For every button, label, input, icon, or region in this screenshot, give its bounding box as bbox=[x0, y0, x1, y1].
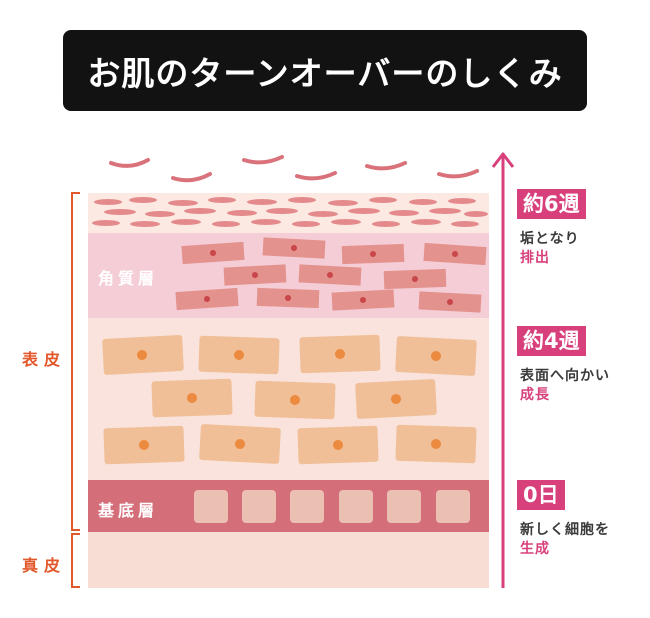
page-title: お肌のターンオーバーのしくみ bbox=[87, 53, 563, 93]
stratum-corneum-label: 角質層 bbox=[98, 269, 159, 288]
title-banner: お肌のターンオーバーのしくみ bbox=[63, 30, 587, 111]
epidermis-bracket bbox=[71, 192, 80, 531]
dermis-bracket bbox=[71, 533, 80, 588]
stage-desc-4weeks: 表面へ向かい bbox=[520, 368, 610, 384]
shed-flakes bbox=[109, 155, 479, 183]
stage-desc-6weeks: 垢となり bbox=[520, 231, 580, 247]
dermis-label: 真皮 bbox=[22, 556, 67, 575]
shed-flake bbox=[171, 172, 212, 183]
stage-badge-6weeks: 約6週 bbox=[517, 189, 586, 219]
stage-badge-day0: 0日 bbox=[517, 480, 565, 510]
epidermis-label: 表皮 bbox=[22, 350, 67, 369]
stage-badge-4weeks: 約4週 bbox=[517, 326, 586, 356]
shed-flake bbox=[109, 158, 150, 168]
basal-layer-label: 基底層 bbox=[98, 501, 159, 520]
basal-cells bbox=[194, 490, 470, 523]
shed-flake bbox=[242, 155, 284, 165]
shed-flake bbox=[365, 161, 407, 171]
stage-emph-day0: 生成 bbox=[520, 541, 550, 557]
stage-emph-6weeks: 排出 bbox=[520, 250, 550, 266]
spinous-cells bbox=[102, 334, 477, 465]
basal-layer bbox=[88, 480, 489, 532]
dermis-layer bbox=[88, 532, 489, 588]
shed-flake bbox=[295, 171, 337, 181]
corneum-cells bbox=[175, 237, 487, 313]
shed-flake bbox=[437, 169, 479, 179]
surface-flakes bbox=[92, 197, 488, 227]
stage-desc-day0: 新しく細胞を bbox=[520, 522, 610, 538]
stage-emph-4weeks: 成長 bbox=[520, 387, 550, 403]
turnover-arrow bbox=[491, 152, 515, 588]
